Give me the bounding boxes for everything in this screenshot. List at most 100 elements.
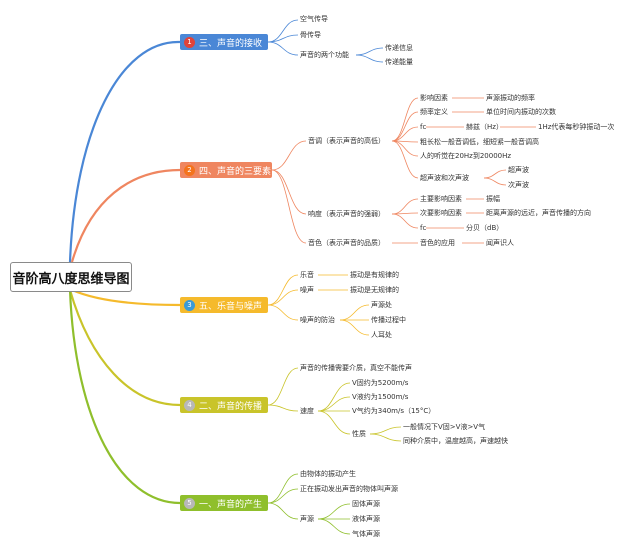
- node-amplitude[interactable]: 振幅: [486, 195, 500, 203]
- branch-elements[interactable]: 2 四、声音的三要素: [180, 162, 272, 178]
- node-nature[interactable]: 性质: [352, 430, 366, 438]
- connector-line: [369, 426, 402, 435]
- node-pitch-factor-value[interactable]: 声源振动的频率: [486, 94, 535, 102]
- connector-line: [267, 304, 299, 321]
- connector-line: [267, 404, 299, 412]
- node-fc[interactable]: fc: [420, 123, 427, 131]
- node-air-conduction[interactable]: 空气传导: [300, 15, 328, 23]
- connector-line: [271, 169, 307, 244]
- curve-production: [68, 289, 181, 505]
- connector-line: [267, 19, 299, 43]
- connector-line: [391, 111, 419, 142]
- node-noise[interactable]: 噪声: [300, 286, 314, 294]
- branch-number-badge: 4: [184, 399, 195, 411]
- curve-reception: [68, 40, 181, 263]
- connector-line: [483, 169, 507, 179]
- node-infrasound[interactable]: 次声波: [508, 181, 529, 189]
- branch-title: 二、声音的传播: [199, 401, 263, 412]
- curve-elements: [70, 168, 181, 263]
- connector-line: [391, 126, 419, 142]
- node-at-source[interactable]: 声源处: [371, 301, 392, 309]
- connector-line: [391, 140, 419, 157]
- connector-line: [267, 41, 299, 56]
- connector-line: [483, 177, 507, 186]
- connector-line: [391, 97, 419, 142]
- node-pitch-factor[interactable]: 影响因素: [420, 94, 448, 102]
- node-sound-source-definition[interactable]: 正在振动发出声音的物体叫声源: [300, 485, 398, 493]
- node-frequency-definition[interactable]: 频率定义: [420, 108, 448, 116]
- connector-line: [267, 367, 299, 406]
- node-ultra-infra[interactable]: 超声波和次声波: [420, 174, 469, 182]
- node-sound-sources[interactable]: 声源: [300, 515, 314, 523]
- node-in-path[interactable]: 传播过程中: [371, 316, 406, 324]
- node-vibration[interactable]: 由物体的振动产生: [300, 470, 356, 478]
- connector-line: [267, 289, 299, 306]
- branch-music[interactable]: 3 五、乐音与噪声: [180, 297, 268, 313]
- node-tone-rule[interactable]: 粗长松一般音调低，细短紧一般音调高: [420, 138, 539, 146]
- branch-production[interactable]: 5 一、声音的产生: [180, 495, 268, 511]
- branch-propagation[interactable]: 4 二、声音的传播: [180, 397, 268, 413]
- node-main-factor[interactable]: 主要影响因素: [420, 195, 462, 203]
- node-transfer-info[interactable]: 传递信息: [385, 44, 413, 52]
- node-liquid-source[interactable]: 液体声源: [352, 515, 380, 523]
- node-speed-liquid[interactable]: V液约为1500m/s: [352, 393, 409, 401]
- node-speed[interactable]: 速度: [300, 407, 314, 415]
- node-bone-conduction[interactable]: 骨传导: [300, 31, 321, 39]
- connector-line: [267, 473, 299, 504]
- node-medium-required[interactable]: 声音的传播需要介质，真空不能传声: [300, 364, 412, 372]
- branch-title: 五、乐音与噪声: [199, 301, 263, 312]
- connector-line: [267, 34, 299, 43]
- node-hearing-range[interactable]: 人的听觉在20Hz到20000Hz: [420, 152, 512, 160]
- curve-music: [71, 288, 181, 307]
- node-at-ear[interactable]: 人耳处: [371, 331, 392, 339]
- node-speed-order[interactable]: 一般情况下V固>V液>V气: [403, 423, 486, 431]
- node-speed-solid[interactable]: V固约为5200m/s: [352, 379, 409, 387]
- connector-line: [317, 518, 351, 535]
- connector-line: [391, 198, 419, 215]
- connector-line: [267, 502, 299, 520]
- node-distance[interactable]: 距离声源的远近，声音传播的方向: [486, 209, 591, 217]
- node-pitch[interactable]: 音调（表示声音的高低）: [308, 137, 385, 145]
- node-ultrasound[interactable]: 超声波: [508, 166, 529, 174]
- node-decibel[interactable]: 分贝（dB）: [466, 224, 504, 232]
- branch-number-badge: 5: [184, 497, 195, 509]
- node-two-functions[interactable]: 声音的两个功能: [300, 51, 349, 59]
- curve-propagation: [68, 289, 181, 407]
- connector-line: [271, 140, 307, 171]
- node-minor-factor[interactable]: 次要影响因素: [420, 209, 462, 217]
- connector-line: [391, 213, 419, 229]
- connector-line: [369, 433, 402, 442]
- node-fc-loudness[interactable]: fc: [420, 224, 427, 232]
- node-noise-value[interactable]: 振动是无规律的: [350, 286, 399, 294]
- node-timbre-application[interactable]: 音色的应用: [420, 239, 455, 247]
- root-node[interactable]: 音阶高八度思维导图: [10, 262, 132, 292]
- node-loudness[interactable]: 响度（表示声音的强弱）: [308, 210, 385, 218]
- node-frequency-definition-value[interactable]: 单位时间内振动的次数: [486, 108, 556, 116]
- connector-line: [317, 396, 351, 412]
- connector-line: [339, 319, 370, 336]
- connector-line: [317, 382, 351, 412]
- connector-line: [317, 410, 351, 435]
- node-hertz[interactable]: 赫兹（Hz）: [466, 123, 503, 131]
- node-temperature[interactable]: 同种介质中，温度越高，声速越快: [403, 437, 508, 445]
- connector-line: [339, 304, 370, 321]
- node-timbre[interactable]: 音色（表示声音的品质）: [308, 239, 385, 247]
- branch-reception[interactable]: 1 三、声音的接收: [180, 34, 268, 50]
- node-transfer-energy[interactable]: 传递能量: [385, 58, 413, 66]
- branch-number-badge: 1: [184, 36, 195, 48]
- connector-line: [355, 47, 384, 56]
- node-recognize-by-sound[interactable]: 闻声识人: [486, 239, 514, 247]
- node-speed-gas[interactable]: V气约为340m/s（15°C）: [352, 407, 436, 415]
- connector-line: [267, 274, 299, 306]
- branch-number-badge: 3: [184, 299, 195, 311]
- node-noise-control[interactable]: 噪声的防治: [300, 316, 335, 324]
- node-musical-tone-value[interactable]: 振动是有规律的: [350, 271, 399, 279]
- node-musical-tone[interactable]: 乐音: [300, 271, 314, 279]
- node-gas-source[interactable]: 气体声源: [352, 530, 380, 538]
- connector-line: [267, 488, 299, 504]
- branch-number-badge: 2: [184, 164, 195, 176]
- node-solid-source[interactable]: 固体声源: [352, 500, 380, 508]
- branch-title: 四、声音的三要素: [199, 166, 272, 177]
- node-hertz-description[interactable]: 1Hz代表每秒钟振动一次: [538, 123, 615, 131]
- connector-line: [317, 503, 351, 520]
